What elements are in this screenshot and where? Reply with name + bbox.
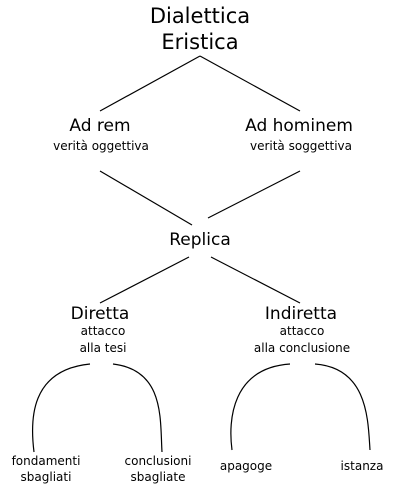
ad-hominem-subtitle: verità soggettiva	[250, 139, 352, 153]
edge-indiretta-to-apagoge	[230, 363, 291, 451]
diretta-sub-line2: alla tesi	[80, 341, 127, 355]
leaf-istanza-label: istanza	[341, 459, 384, 473]
edge-replica-to-diretta	[99, 256, 190, 304]
diretta-sub-line1: attacco	[81, 324, 126, 338]
ad-rem-subtitle: verità oggettiva	[53, 139, 149, 153]
edge-diretta-to-fondamenti	[31, 363, 91, 453]
edge-indiretta-to-istanza	[314, 363, 371, 451]
root-node: Dialettica Eristica	[150, 4, 250, 54]
diretta-title: Diretta	[71, 304, 130, 324]
ad-rem-title: Ad rem	[69, 116, 130, 136]
leaf-istanza: istanza	[341, 459, 384, 473]
edge-root-to-ad-hominem	[199, 55, 301, 112]
leaf-apagoge: apagoge	[220, 459, 272, 473]
leaf-apagoge-label: apagoge	[220, 459, 272, 473]
leaf-fondamenti-sbagliati: fondamenti sbagliati	[12, 454, 81, 484]
root-label-line1: Dialettica	[150, 4, 250, 28]
ad-hominem-node: Ad hominem verità soggettiva	[245, 116, 353, 153]
leaf-conclusioni-line1: conclusioni	[125, 454, 192, 468]
indiretta-sub-line1: attacco	[280, 324, 325, 338]
edge-ad-rem-to-replica	[99, 170, 193, 226]
replica-title: Replica	[169, 230, 231, 250]
indiretta-sub-line2: alla conclusione	[254, 341, 350, 355]
replica-node: Replica	[169, 230, 231, 250]
indiretta-title: Indiretta	[265, 304, 337, 324]
indiretta-node: Indiretta attacco alla conclusione	[254, 304, 350, 355]
edge-replica-to-indiretta	[210, 256, 301, 304]
leaf-fondamenti-line2: sbagliati	[21, 470, 72, 484]
edge-root-to-ad-rem	[99, 55, 201, 112]
edge-diretta-to-conclusioni	[112, 363, 163, 453]
ad-hominem-title: Ad hominem	[245, 116, 353, 136]
ad-rem-node: Ad rem verità oggettiva	[53, 116, 149, 153]
leaf-conclusioni-sbagliate: conclusioni sbagliate	[125, 454, 192, 484]
leaf-fondamenti-line1: fondamenti	[12, 454, 81, 468]
leaf-conclusioni-line2: sbagliate	[131, 470, 186, 484]
edge-ad-hominem-to-replica	[207, 170, 301, 219]
diretta-node: Diretta attacco alla tesi	[71, 304, 130, 355]
root-label-line2: Eristica	[161, 30, 238, 54]
